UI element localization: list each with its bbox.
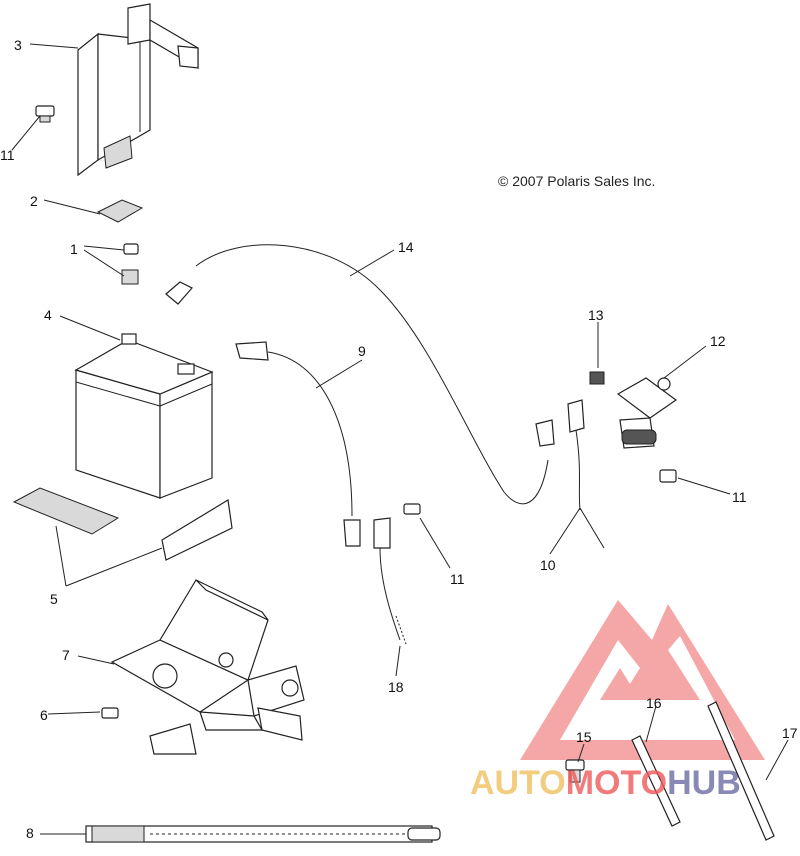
callout-18: 18	[388, 679, 404, 695]
callout-10: 10	[540, 557, 556, 573]
watermark-logo	[520, 600, 765, 760]
cable-18	[373, 517, 407, 645]
callout-17: 17	[782, 725, 798, 741]
bolt-icon	[35, 105, 55, 123]
callout-16: 16	[646, 695, 662, 711]
callout-8: 8	[26, 825, 34, 841]
rod-17	[707, 701, 775, 841]
cable-10	[567, 399, 585, 511]
callout-9: 9	[358, 343, 366, 359]
callout-11: 11	[0, 147, 15, 163]
callout-11: 11	[732, 489, 747, 505]
starter-solenoid	[616, 377, 678, 449]
callout-labels: 3 11 2 1 4 5 7 6 8 14 9 13 12 11 10 11 1…	[0, 37, 798, 841]
callout-7: 7	[62, 647, 70, 663]
battery-pad	[96, 199, 144, 223]
fastener-15	[565, 759, 585, 783]
leader-lines	[11, 43, 789, 835]
battery-strap	[85, 825, 441, 843]
cable-9	[235, 341, 361, 547]
bolt-icon	[659, 469, 677, 483]
callout-12: 12	[710, 333, 726, 349]
watermark-text: AUTOMOTOHUB	[470, 764, 741, 802]
terminal-bolt-nut	[121, 243, 139, 285]
callout-4: 4	[44, 307, 52, 323]
rod-16	[631, 735, 681, 827]
copyright-text: © 2007 Polaris Sales Inc.	[498, 173, 655, 189]
callout-6: 6	[40, 707, 48, 723]
callout-13: 13	[588, 307, 604, 323]
battery-bracket	[77, 3, 199, 177]
watermark-auto: AUTO	[470, 764, 566, 802]
watermark-moto: MOTO	[566, 764, 667, 802]
callout-3: 3	[14, 37, 22, 53]
battery	[74, 333, 214, 499]
cable-14	[165, 244, 555, 505]
battery-pads	[12, 487, 233, 561]
nut-icon	[589, 371, 605, 385]
callout-15: 15	[576, 729, 592, 745]
callout-1: 1	[70, 241, 78, 257]
callout-14: 14	[398, 239, 414, 255]
bolt-icon	[403, 503, 421, 515]
watermark-hub: HUB	[667, 764, 741, 802]
bolt-icon	[101, 707, 119, 719]
battery-tray	[110, 579, 305, 755]
callout-11: 11	[450, 571, 465, 587]
callout-5: 5	[50, 591, 58, 607]
callout-2: 2	[30, 193, 38, 209]
